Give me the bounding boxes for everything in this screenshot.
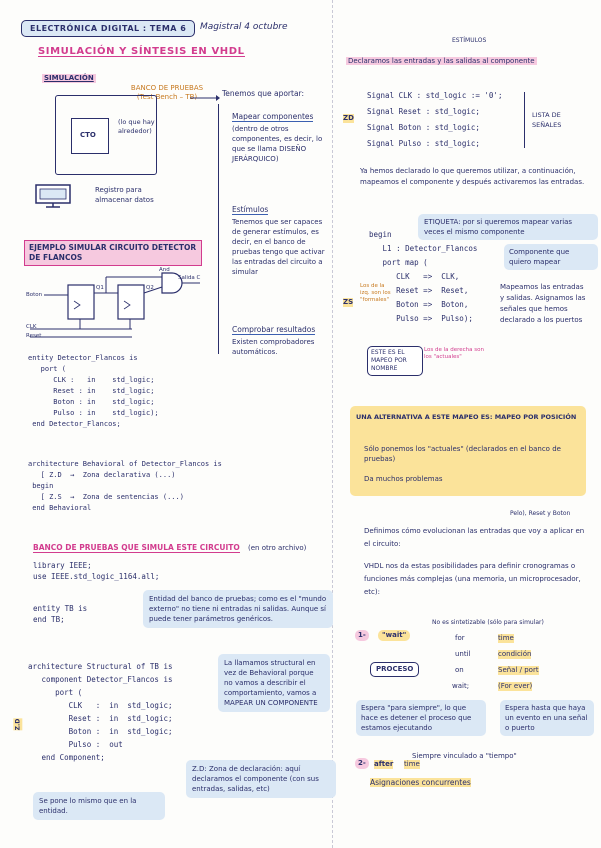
circ-q1: Q1	[96, 285, 104, 291]
flip-flop-circuit	[22, 265, 212, 345]
alt-bullet2: Da muchos problemas	[364, 475, 443, 483]
architecture-code: architecture Behavioral of Detector_Flan…	[28, 460, 222, 512]
opt-forever: (For ever)	[498, 682, 533, 691]
estimulos-label: ESTÍMULOS	[452, 37, 487, 44]
asignaciones-label: Asignaciones concurrentes	[370, 778, 471, 787]
alt-bullet1: Sólo ponemos los "actuales" (declarados …	[364, 445, 561, 463]
entity-code: entity Detector_Flancos is port ( CLK : …	[28, 354, 159, 428]
alternativa-box	[350, 406, 586, 496]
column-divider	[332, 0, 334, 848]
bullet2-text: Tenemos que ser capaces de generar estím…	[232, 218, 325, 276]
siempre-tiempo: Siempre vinculado a "tiempo"	[412, 752, 517, 760]
signal-0: Signal CLK : std_logic := '0';	[367, 91, 503, 100]
actuales-note: Los de la derecha son los "actuales"	[424, 347, 484, 360]
sim-label: SIMULACIÓN	[42, 74, 96, 83]
step2-badge: 2-	[355, 758, 369, 769]
signal-1: Signal Reset : std_logic;	[367, 107, 480, 116]
signal-bracket	[518, 92, 525, 148]
pelo-note: Pelo), Reset y Boton	[510, 510, 571, 517]
tb-note: Entidad del banco de pruebas; como es el…	[143, 590, 333, 628]
after-label: after	[374, 760, 394, 769]
section-title: SIMULACIÓN Y SÍNTESIS EN VHDL	[38, 46, 245, 57]
circ-clk: CLK	[26, 324, 37, 330]
wait-on: on	[455, 666, 464, 674]
r1-text: Declaramos las entradas y las salidas al…	[346, 56, 576, 66]
bullet-bracket	[218, 104, 225, 354]
tenemos-text: Tenemos que aportar:	[222, 89, 305, 98]
circ-q2: Q2	[146, 285, 154, 291]
lista-label: LISTA DE SEÑALES	[532, 111, 562, 129]
zd-tag-left: Z.D	[13, 718, 23, 731]
zd-note: Z.D: Zona de declaración: aquí declaramo…	[186, 760, 336, 798]
test-bench-frame	[55, 95, 157, 175]
lo-que-hay: (lo que hay alrededor)	[118, 118, 155, 135]
formales-note: Los de la izq. son los "formales"	[360, 283, 391, 303]
port-map-code: begin L1 : Detector_Flancos port map ( C…	[369, 230, 478, 323]
circ-salida: Salida C	[178, 275, 201, 281]
r1-highlight: Declaramos las entradas y las salidas al…	[346, 57, 537, 65]
mapeo-nombre: ESTE ES EL MAPEO POR NOMBRE	[367, 346, 423, 376]
cto-box	[71, 118, 109, 154]
opt-tiempo: time	[498, 634, 514, 643]
banco-note: (en otro archivo)	[248, 544, 307, 552]
arrow-right-icon	[190, 88, 220, 107]
computer-icon	[34, 183, 72, 209]
signal-3: Signal Pulso : std_logic;	[367, 139, 480, 148]
bullet1-text: (dentro de otros componentes, es decir, …	[232, 125, 323, 163]
zs-tag: ZS	[343, 298, 354, 307]
header-note: Magistral 4 octubre	[200, 22, 288, 32]
bullet2-title: Estímulos	[232, 205, 269, 215]
defin-text: Definimos cómo evolucionan las entradas …	[364, 527, 585, 548]
registro-text: Registro para almacenar datos	[95, 186, 154, 204]
signal-2: Signal Boton : std_logic;	[367, 123, 480, 132]
bullet3-title: Comprobar resultados	[232, 325, 316, 335]
wait-forever: wait;	[452, 682, 470, 690]
zd-tag-right: ZD	[343, 114, 354, 123]
structural-note: La llamamos structural en vez de Behavio…	[218, 654, 330, 712]
etiqueta-note: ETIQUETA: por si queremos mapear varias …	[418, 214, 598, 240]
circ-reset: Reset	[26, 333, 42, 339]
mismo-note: Se pone lo mismo que en la entidad.	[33, 792, 165, 820]
proceso-box: PROCESO	[370, 662, 420, 677]
circ-boton: Boton	[26, 292, 43, 298]
cto-label: CTO	[80, 131, 96, 139]
opt-condicion: condición	[498, 650, 532, 659]
tb-entity-code: entity TB is end TB;	[33, 604, 88, 624]
componente-note: Componente que quiero mapear	[504, 244, 598, 270]
header-tag: ELECTRÓNICA DIGITAL : TEMA 6	[21, 20, 196, 37]
time-label: time	[404, 760, 420, 769]
banco-label: BANCO DE PRUEBAS (Test Bench – TB)	[130, 84, 204, 101]
ejemplo-title: EJEMPLO SIMULAR CIRCUITO DETECTOR DE FLA…	[24, 240, 202, 266]
opt-senal: Señal / port	[498, 666, 539, 675]
step1-badge: 1-	[355, 630, 369, 641]
wait-label: "wait"	[378, 630, 411, 641]
banco-title: BANCO DE PRUEBAS QUE SIMULA ESTE CIRCUIT…	[33, 543, 240, 553]
espera-siempre: Espera "para siempre", lo que hace es de…	[356, 700, 486, 736]
bullet1-title: Mapear componentes	[232, 112, 314, 122]
r2-text: Ya hemos declarado lo que queremos utili…	[360, 167, 585, 186]
bullet3-text: Existen comprobadores automáticos.	[232, 338, 315, 356]
espera-hasta: Espera hasta que haya un evento en una s…	[500, 700, 594, 736]
structural-code: architecture Structural of TB is compone…	[28, 662, 173, 762]
alt-title: UNA ALTERNATIVA A ESTE MAPEO ES: MAPEO P…	[356, 413, 577, 421]
wait-for: for	[455, 634, 465, 642]
no-sint-note: No es sintetizable (sólo para simular)	[432, 619, 544, 626]
mapeamos-note: Mapeamos las entradas y salidas. Asignam…	[500, 283, 586, 324]
vhdl-text: VHDL nos da estas posibilidades para def…	[364, 562, 581, 596]
wait-until: until	[455, 650, 471, 658]
library-code: library IEEE; use IEEE.std_logic_1164.al…	[33, 561, 160, 581]
circ-and: And	[159, 267, 170, 273]
